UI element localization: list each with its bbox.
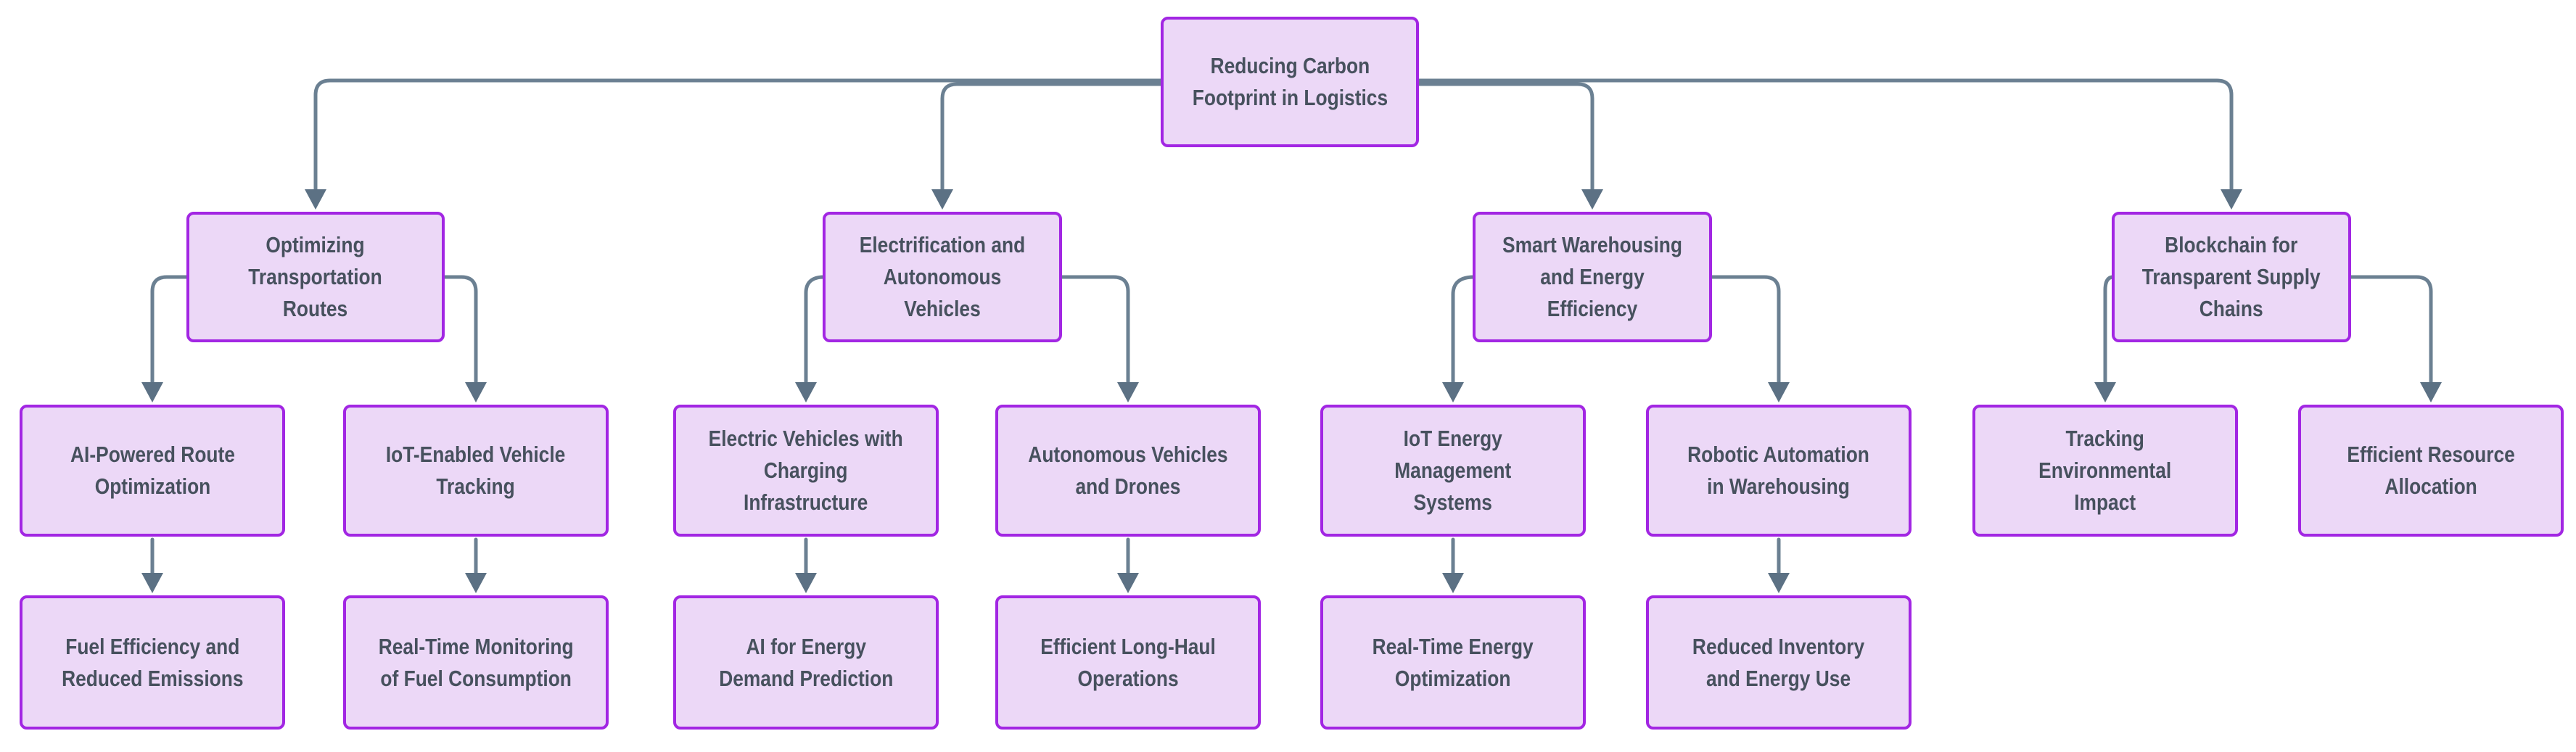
node-label: Tracking Environmental Impact: [2038, 426, 2172, 515]
node-efficient-long-haul-operations: Efficient Long-Haul Operations: [995, 595, 1261, 730]
node-label: Real-Time Energy Optimization: [1372, 633, 1534, 691]
edge-root-b2: [940, 82, 1164, 194]
node-root-label: Reducing Carbon Footprint in Logistics: [1192, 53, 1388, 110]
node-label: IoT-Enabled Vehicle Tracking: [386, 442, 566, 499]
edge-b2-n2b: [1058, 275, 1130, 387]
node-blockchain-transparent-supply-chains: Blockchain for Transparent Supply Chains: [2112, 212, 2351, 342]
edge-root-b4: [1415, 78, 2234, 194]
arrowhead-m3b: [1768, 573, 1790, 593]
node-label: Electric Vehicles with Charging Infrastr…: [708, 426, 904, 515]
node-label: Fuel Efficiency and Reduced Emissions: [61, 633, 244, 691]
arrowhead-n3b: [1768, 382, 1790, 402]
node-label: Electrification and Autonomous Vehicles: [859, 232, 1026, 321]
edge-b4-n4a: [2103, 275, 2115, 387]
node-label: Real-Time Monitoring of Fuel Consumption: [378, 633, 574, 691]
node-iot-energy-management-systems: IoT Energy Management Systems: [1320, 405, 1586, 537]
node-iot-enabled-vehicle-tracking: IoT-Enabled Vehicle Tracking: [343, 405, 609, 537]
edge-b1-n1a: [150, 275, 190, 387]
node-efficient-resource-allocation: Efficient Resource Allocation: [2298, 405, 2564, 537]
node-ai-powered-route-optimization: AI-Powered Route Optimization: [20, 405, 285, 537]
node-ai-energy-demand-prediction: AI for Energy Demand Prediction: [673, 595, 939, 730]
node-label: Reduced Inventory and Energy Use: [1692, 633, 1865, 691]
node-real-time-monitoring-fuel-consumption: Real-Time Monitoring of Fuel Consumption: [343, 595, 609, 730]
edge-root-b3: [1415, 82, 1594, 194]
node-electrification-autonomous-vehicles: Electrification and Autonomous Vehicles: [823, 212, 1062, 342]
node-label: Blockchain for Transparent Supply Chains: [2142, 232, 2321, 321]
node-smart-warehousing-energy-efficiency: Smart Warehousing and Energy Efficiency: [1473, 212, 1712, 342]
node-electric-vehicles-charging-infrastructure: Electric Vehicles with Charging Infrastr…: [673, 405, 939, 537]
node-autonomous-vehicles-and-drones: Autonomous Vehicles and Drones: [995, 405, 1261, 537]
arrowhead-b4: [2221, 189, 2242, 210]
edge-b2-n2a: [804, 275, 826, 387]
arrowhead-n4b: [2420, 382, 2442, 402]
arrowhead-m3a: [1442, 573, 1464, 593]
node-label: Autonomous Vehicles and Drones: [1028, 442, 1228, 499]
arrowhead-m2b: [1117, 573, 1139, 593]
node-label: AI for Energy Demand Prediction: [718, 633, 894, 691]
arrowhead-m2a: [795, 573, 817, 593]
node-label: Smart Warehousing and Energy Efficiency: [1502, 232, 1682, 321]
node-tracking-environmental-impact: Tracking Environmental Impact: [1972, 405, 2238, 537]
node-label: Robotic Automation in Warehousing: [1687, 442, 1870, 499]
node-label: Optimizing Transportation Routes: [248, 232, 383, 321]
edge-b1-n1b: [441, 275, 478, 387]
arrowhead-b1: [305, 189, 326, 210]
arrowhead-b2: [931, 189, 953, 210]
arrowhead-n2b: [1117, 382, 1139, 402]
node-label: Efficient Resource Allocation: [2347, 442, 2515, 499]
arrowhead-n4a: [2094, 382, 2116, 402]
arrowhead-m1a: [141, 573, 163, 593]
arrowhead-n1b: [465, 382, 487, 402]
arrowhead-n1a: [141, 382, 163, 402]
arrowhead-n3a: [1442, 382, 1464, 402]
arrowhead-m1b: [465, 573, 487, 593]
node-fuel-efficiency-reduced-emissions: Fuel Efficiency and Reduced Emissions: [20, 595, 285, 730]
node-root: Reducing Carbon Footprint in Logistics: [1161, 17, 1419, 147]
edge-b3-n3a: [1451, 275, 1476, 387]
edge-root-b1: [313, 78, 1164, 194]
node-label: IoT Energy Management Systems: [1394, 426, 1512, 515]
node-label: AI-Powered Route Optimization: [70, 442, 235, 499]
node-optimizing-transportation-routes: Optimizing Transportation Routes: [186, 212, 445, 342]
node-reduced-inventory-energy-use: Reduced Inventory and Energy Use: [1646, 595, 1912, 730]
node-label: Efficient Long-Haul Operations: [1040, 633, 1216, 691]
arrowhead-b3: [1581, 189, 1603, 210]
node-robotic-automation-in-warehousing: Robotic Automation in Warehousing: [1646, 405, 1912, 537]
edge-b4-n4b: [2347, 275, 2433, 387]
arrowhead-n2a: [795, 382, 817, 402]
node-real-time-energy-optimization: Real-Time Energy Optimization: [1320, 595, 1586, 730]
edge-b3-n3b: [1708, 275, 1781, 387]
